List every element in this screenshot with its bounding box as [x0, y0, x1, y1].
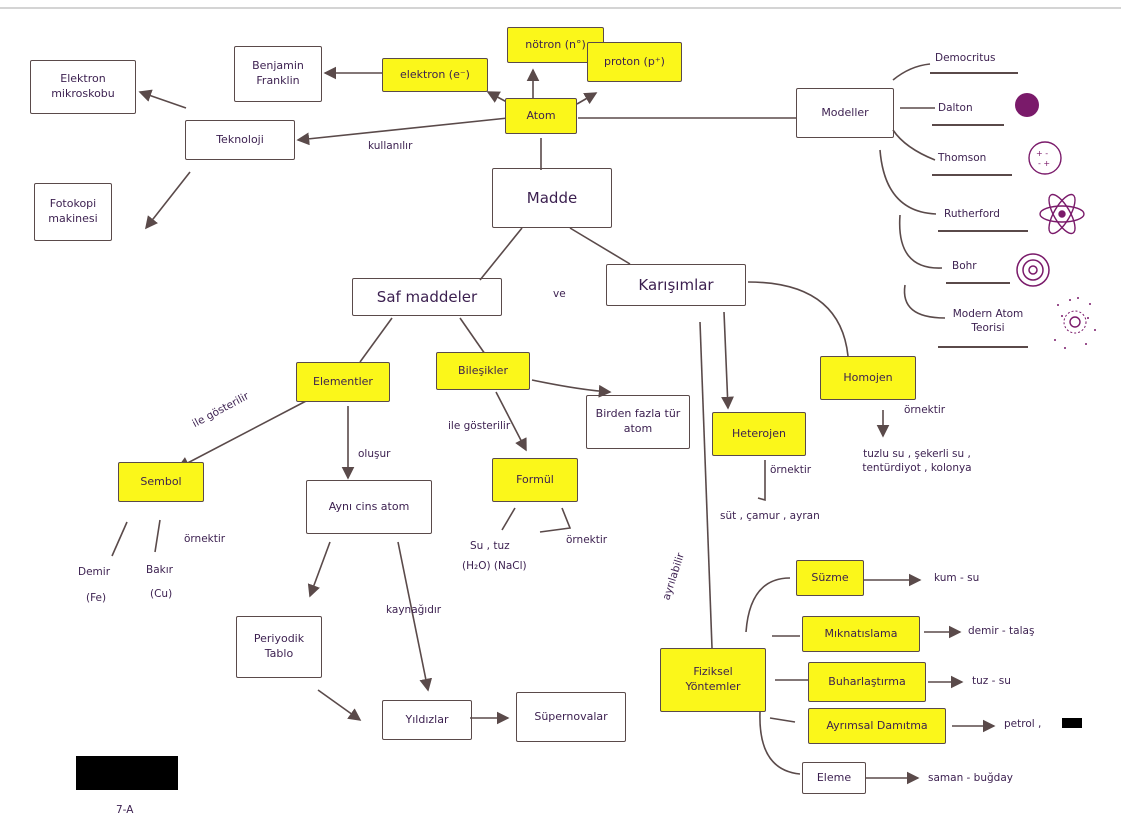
- model-rutherford: Rutherford: [944, 208, 1000, 220]
- node-elektron-mikroskobu: Elektron mikroskobu: [30, 60, 136, 114]
- example-fe: (Fe): [86, 592, 107, 604]
- edge-label-ornektir: örnektir: [566, 534, 608, 546]
- node-teknoloji: Teknoloji: [185, 120, 295, 160]
- node-supernovalar: Süpernovalar: [516, 692, 626, 742]
- example-suzme: kum - su: [934, 572, 980, 584]
- example-bakir: Bakır: [146, 564, 173, 576]
- node-fotokopi: Fotokopi makinesi: [34, 183, 112, 241]
- edge-label-kullanilir: kullanılır: [368, 140, 413, 152]
- example-h2o-nacl: (H₂O) (NaCl): [462, 560, 527, 572]
- node-suzme: Süzme: [796, 560, 864, 596]
- node-proton: proton (p⁺): [587, 42, 682, 82]
- node-atom: Atom: [505, 98, 577, 134]
- node-yildizlar: Yıldızlar: [382, 700, 472, 740]
- scribble-mark: [1062, 718, 1082, 728]
- page-code: 7-A: [116, 804, 134, 816]
- example-cu: (Cu): [150, 588, 173, 600]
- node-birden-fazla: Birden fazla tür atom: [586, 395, 690, 449]
- node-elektron: elektron (e⁻): [382, 58, 488, 92]
- node-damitma: Ayrımsal Damıtma: [808, 708, 946, 744]
- node-eleme: Eleme: [802, 762, 866, 794]
- model-dalton: Dalton: [938, 102, 973, 114]
- edge-label-olusur: oluşur: [358, 448, 391, 460]
- example-homojen: tuzlu su , şekerli su , tentürdiyot , ko…: [862, 448, 972, 474]
- node-madde: Madde: [492, 168, 612, 228]
- example-miknatis: demir - talaş: [968, 625, 1035, 637]
- model-thomson: Thomson: [938, 152, 987, 164]
- top-divider: [0, 7, 1121, 9]
- model-underline: [932, 124, 1004, 126]
- node-karisimlar: Karışımlar: [606, 264, 746, 306]
- node-bilesikler: Bileşikler: [436, 352, 530, 390]
- model-bohr: Bohr: [952, 260, 977, 272]
- example-demir: Demir: [78, 566, 111, 578]
- example-heterojen: süt , çamur , ayran: [720, 510, 820, 522]
- node-buharlastirma: Buharlaştırma: [808, 662, 926, 702]
- node-benjamin: Benjamin Franklin: [234, 46, 322, 102]
- node-fiziksel-yontemler: Fiziksel Yöntemler: [660, 648, 766, 712]
- node-heterojen: Heterojen: [712, 412, 806, 456]
- node-homojen: Homojen: [820, 356, 916, 400]
- link-atom-proton: [576, 92, 598, 105]
- model-democritus: Democritus: [935, 52, 996, 64]
- link-teknoloji-fotokopi: [145, 171, 191, 230]
- node-periyodik-tablo: Periyodik Tablo: [236, 616, 322, 678]
- model-underline: [946, 282, 1010, 284]
- node-ayni-cins-atom: Aynı cins atom: [306, 480, 432, 534]
- edge-label-ornektir: örnektir: [904, 404, 946, 416]
- node-sembol: Sembol: [118, 462, 204, 502]
- node-elementler: Elementler: [296, 362, 390, 402]
- edge-label-ile-gosterilir: ile gösterilir: [448, 420, 511, 432]
- model-underline: [930, 72, 1018, 74]
- node-formul: Formül: [492, 458, 578, 502]
- edge-label-kaynagidir: kaynağıdır: [386, 604, 442, 616]
- example-damitma: petrol ,: [1004, 718, 1042, 730]
- node-saf-maddeler: Saf maddeler: [352, 278, 502, 316]
- example-buhar: tuz - su: [972, 675, 1011, 687]
- model-underline: [938, 346, 1028, 348]
- model-underline: [932, 174, 1012, 176]
- example-eleme: saman - buğday: [928, 772, 1013, 784]
- model-modern: Modern Atom Teorisi: [952, 308, 1024, 334]
- link-atom-teknoloji: [296, 117, 509, 146]
- edge-label-ve: ve: [553, 288, 566, 300]
- link-teknoloji-mikroskop: [138, 89, 187, 109]
- edge-label-ornektir: örnektir: [184, 533, 226, 545]
- node-miknatislama: Mıknatıslama: [802, 616, 920, 652]
- link-madde-saf: [479, 227, 523, 281]
- redacted-name-block: [76, 756, 178, 790]
- edge-label-ornektir: örnektir: [770, 464, 812, 476]
- node-modeller: Modeller: [796, 88, 894, 138]
- link-madde-karisim: [569, 227, 631, 265]
- example-su-tuz: Su , tuz: [470, 540, 510, 552]
- model-underline: [938, 230, 1028, 232]
